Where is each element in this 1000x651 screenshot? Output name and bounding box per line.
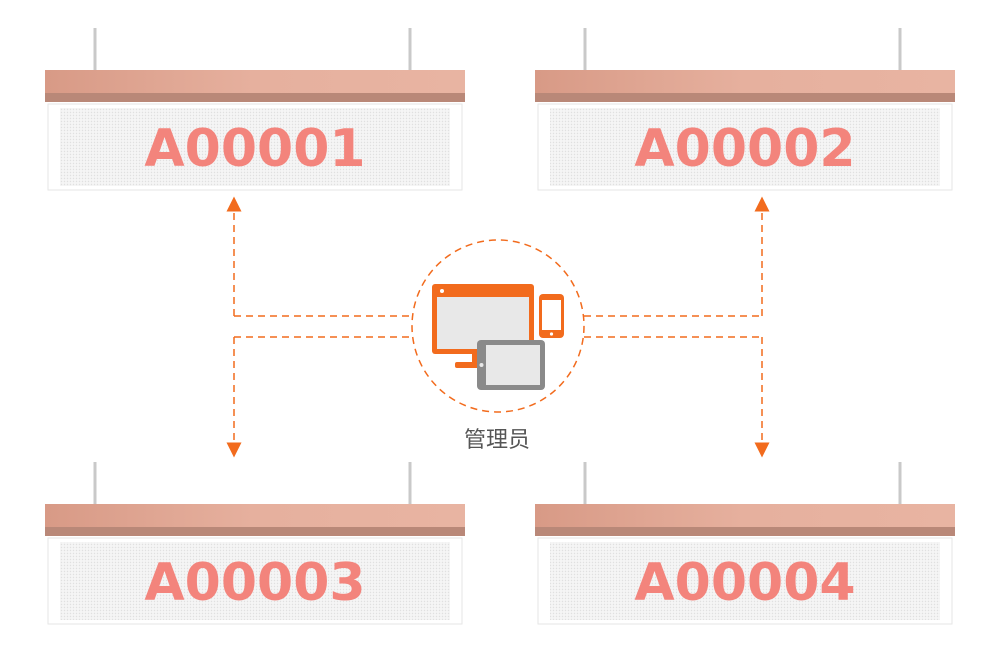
- sign-housing: [535, 504, 955, 530]
- sign-dot-matrix: [60, 542, 450, 620]
- connector-lines: [226, 196, 770, 458]
- sign-housing-lip: [45, 93, 465, 102]
- sign-housing: [45, 504, 465, 530]
- led-sign-a00001: A00001: [45, 28, 465, 191]
- sign-housing-lip: [535, 93, 955, 102]
- phone-icon: [539, 294, 564, 338]
- admin-label: 管理员: [464, 428, 530, 453]
- sign-housing-lip: [45, 527, 465, 536]
- tablet-icon: [477, 340, 545, 390]
- sign-code-text: A00002: [634, 119, 855, 179]
- sign-dot-matrix: [550, 542, 940, 620]
- sign-dot-matrix: [550, 108, 940, 186]
- monitor-icon: [432, 284, 534, 368]
- led-sign-a00002: A00002: [535, 28, 955, 191]
- sign-housing: [45, 70, 465, 96]
- sign-dot-matrix: [60, 108, 450, 186]
- led-sign-a00003: A00003: [45, 462, 465, 625]
- sign-code-text: A00001: [144, 119, 365, 179]
- admin-hub: 管理员: [411, 239, 585, 453]
- sign-housing: [535, 70, 955, 96]
- sign-code-text: A00003: [144, 553, 365, 613]
- led-sign-a00004: A00004: [535, 462, 955, 625]
- sign-code-text: A00004: [634, 553, 855, 613]
- sign-housing-lip: [535, 527, 955, 536]
